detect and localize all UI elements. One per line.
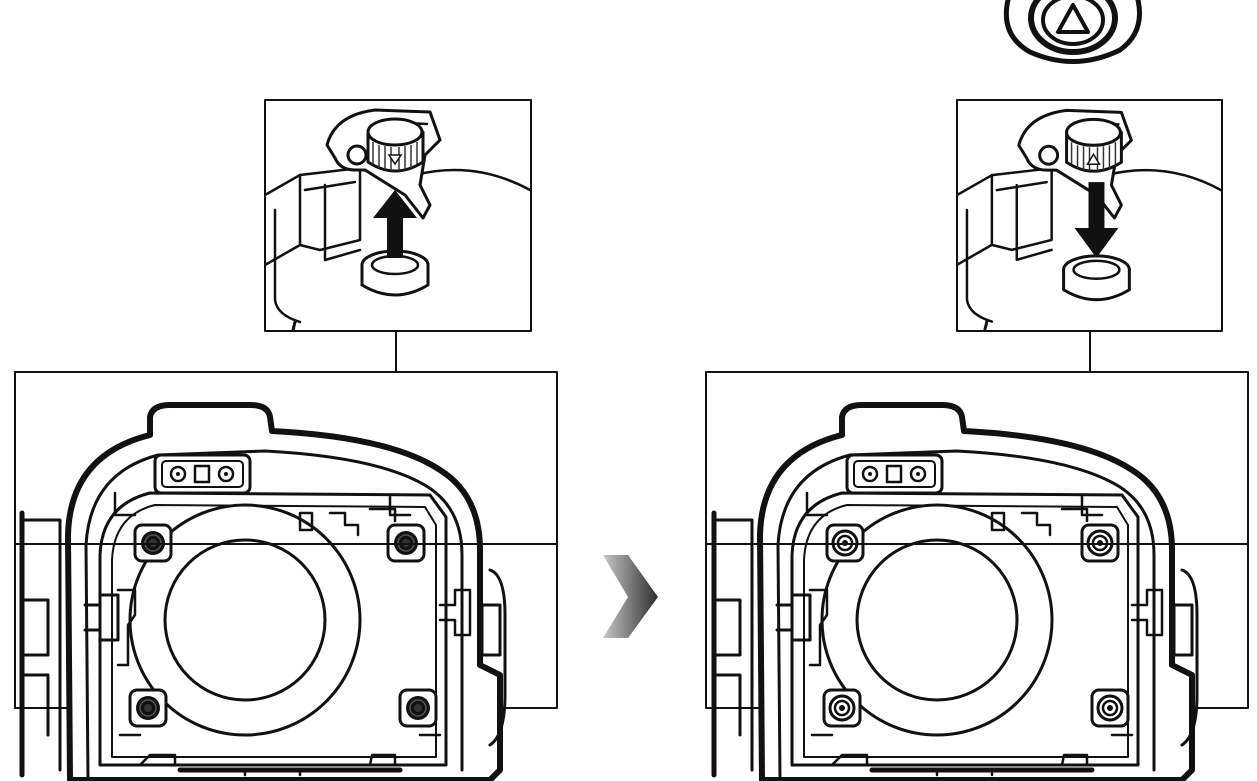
detail-inset-before	[264, 99, 532, 332]
lock-screw-bottom-right-before	[398, 688, 438, 728]
detail-inset-after	[956, 99, 1223, 332]
lock-screw-bottom-left-after	[822, 688, 862, 728]
knob-magnified	[1003, 0, 1142, 64]
right-arrow-icon	[603, 555, 658, 638]
lock-knob-raised	[366, 117, 425, 173]
up-arrow-icon	[373, 190, 417, 258]
housing-panel-before	[14, 371, 558, 780]
step-after	[705, 0, 1249, 780]
lock-knob-lowered	[1065, 117, 1123, 173]
triangle-mark-icon	[1086, 152, 1101, 165]
lock-screw-bottom-left-before	[128, 688, 168, 728]
housing-panel-after	[705, 371, 1249, 780]
triangle-mark-icon	[387, 154, 403, 166]
lock-screw-bottom-right-after	[1090, 688, 1130, 728]
triangle-mark-icon	[1056, 3, 1090, 34]
down-arrow-icon	[1074, 182, 1119, 258]
step-before	[14, 99, 558, 780]
